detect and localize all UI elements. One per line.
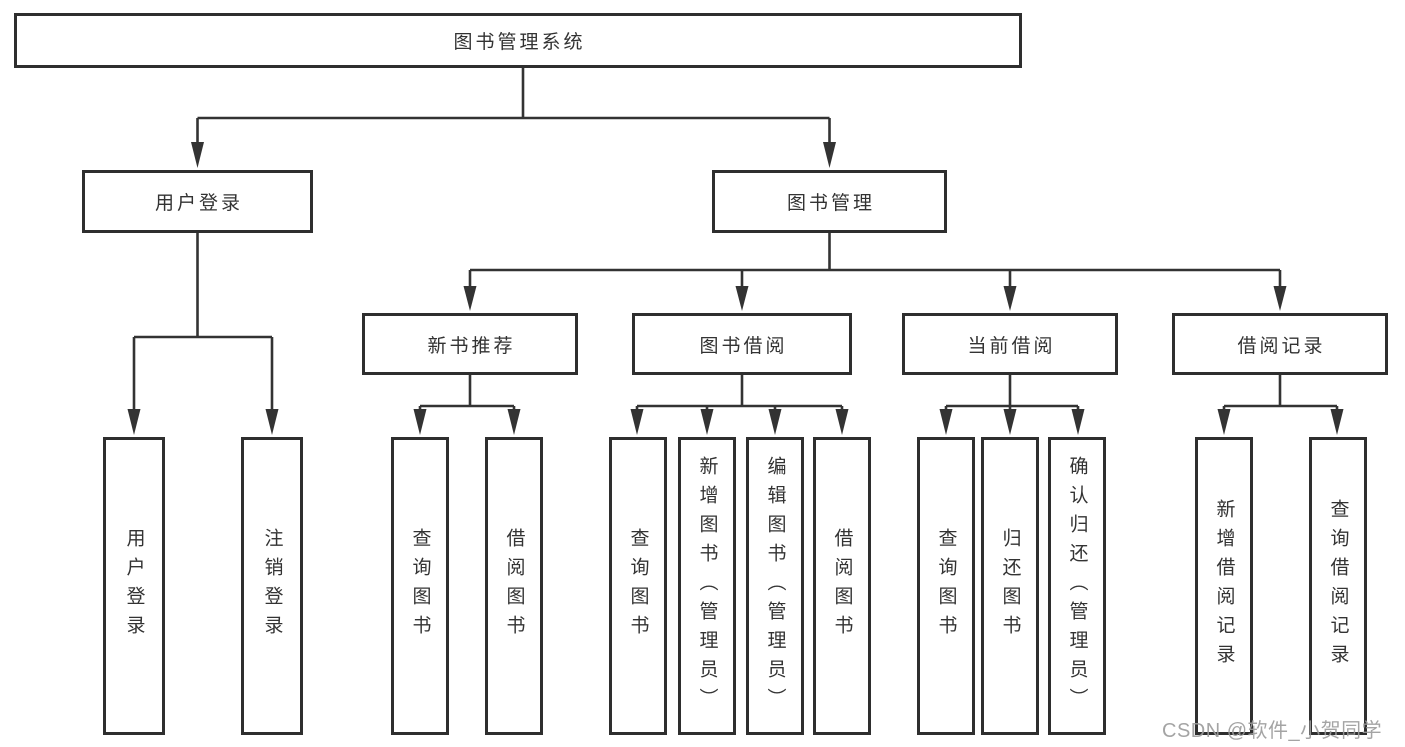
leaf-borrow-books-recommend: 借阅图书 <box>485 437 543 735</box>
leaf-add-books-admin: 新增图书（管理员） <box>678 437 736 735</box>
node-borrow-records: 借阅记录 <box>1172 313 1388 375</box>
leaf-confirm-return-admin: 确认归还（管理员） <box>1048 437 1106 735</box>
leaf-edit-books-admin: 编辑图书（管理员） <box>746 437 804 735</box>
node-root-system: 图书管理系统 <box>14 13 1022 68</box>
node-book-management: 图书管理 <box>712 170 947 233</box>
node-new-book-recommend: 新书推荐 <box>362 313 578 375</box>
leaf-query-borrow-record: 查询借阅记录 <box>1309 437 1367 735</box>
leaf-query-books-recommend: 查询图书 <box>391 437 449 735</box>
node-user-login: 用户登录 <box>82 170 313 233</box>
leaf-borrow-books: 借阅图书 <box>813 437 871 735</box>
leaf-query-books-borrow: 查询图书 <box>609 437 667 735</box>
leaf-return-books: 归还图书 <box>981 437 1039 735</box>
csdn-watermark: CSDN @软件_小贺同学 <box>1162 720 1383 742</box>
node-current-borrow: 当前借阅 <box>902 313 1118 375</box>
leaf-add-borrow-record: 新增借阅记录 <box>1195 437 1253 735</box>
leaf-user-login: 用户登录 <box>103 437 165 735</box>
leaf-query-books-current: 查询图书 <box>917 437 975 735</box>
leaf-logout: 注销登录 <box>241 437 303 735</box>
node-book-borrow: 图书借阅 <box>632 313 852 375</box>
